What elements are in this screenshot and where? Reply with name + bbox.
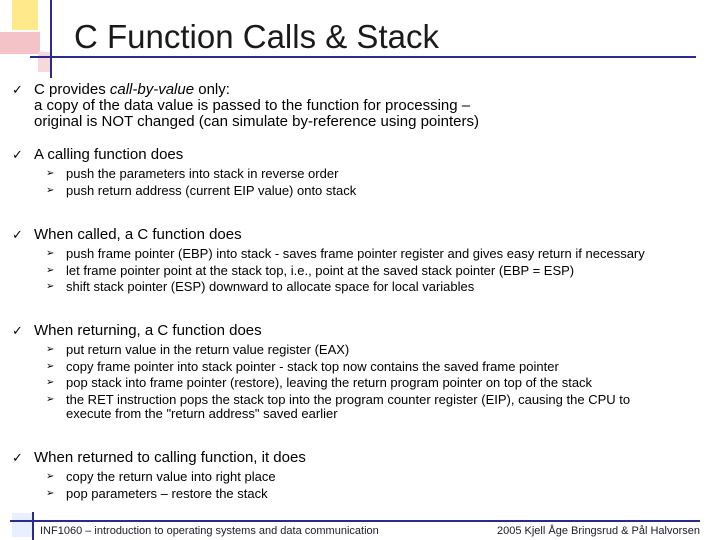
- checkmark-icon: ✓: [12, 147, 23, 162]
- sub-bullet-text: push frame pointer (EBP) into stack - sa…: [66, 246, 645, 261]
- title-vertical-rule: [50, 0, 52, 78]
- bullet-text: C provides: [34, 81, 110, 98]
- title-underline: [30, 56, 696, 58]
- checkmark-icon: ✓: [12, 227, 23, 242]
- emphasis-text: call-by-value: [109, 81, 195, 98]
- checkmark-icon: ✓: [12, 450, 23, 465]
- sub-bullet-text: pop stack into frame pointer (restore), …: [66, 375, 593, 390]
- arrow-bullet-icon: ➢: [46, 168, 55, 179]
- arrow-bullet-icon: ➢: [46, 361, 55, 372]
- sub-bullet-text: copy frame pointer into stack pointer - …: [66, 359, 559, 374]
- checkmark-icon: ✓: [12, 323, 23, 338]
- footer-authors: 2005 Kjell Åge Bringsrud & Pål Halvorsen: [497, 525, 701, 537]
- sub-bullet-text: execute from the "return address" saved …: [66, 405, 338, 421]
- sub-bullet-text: copy the return value into right place: [66, 469, 276, 484]
- sub-bullet-text: push the parameters into stack in revers…: [66, 166, 339, 181]
- footer-vertical-rule: [32, 512, 34, 540]
- sub-bullet-text: the RET instruction pops the stack top i…: [66, 392, 631, 407]
- bullet-text: When returning, a C function does: [34, 322, 262, 339]
- arrow-bullet-icon: ➢: [46, 248, 55, 259]
- footer-course-title: INF1060 – introduction to operating syst…: [40, 525, 379, 537]
- arrow-bullet-icon: ➢: [46, 344, 55, 355]
- footer-rule: [10, 520, 700, 522]
- bullet-text: a copy of the data value is passed to th…: [34, 97, 471, 114]
- arrow-bullet-icon: ➢: [46, 281, 55, 292]
- footer-decor-square: [12, 513, 34, 537]
- arrow-bullet-icon: ➢: [46, 488, 55, 499]
- sub-bullet-text: push return address (current EIP value) …: [66, 183, 357, 198]
- sub-bullet-text: put return value in the return value reg…: [66, 342, 350, 357]
- sub-bullet-text: pop parameters – restore the stack: [66, 486, 268, 501]
- bullet-text: A calling function does: [34, 146, 184, 163]
- arrow-bullet-icon: ➢: [46, 265, 55, 276]
- bullet-text: When called, a C function does: [34, 226, 242, 243]
- bullet-text: original is NOT changed (can simulate by…: [34, 113, 479, 130]
- decor-square-pink: [0, 32, 40, 54]
- checkmark-icon: ✓: [12, 82, 23, 97]
- bullet-text: When returned to calling function, it do…: [34, 449, 306, 466]
- arrow-bullet-icon: ➢: [46, 185, 55, 196]
- decor-square-yellow: [12, 0, 38, 30]
- sub-bullet-text: shift stack pointer (ESP) downward to al…: [66, 279, 475, 294]
- slide-title: C Function Calls & Stack: [74, 18, 439, 55]
- arrow-bullet-icon: ➢: [46, 394, 55, 405]
- arrow-bullet-icon: ➢: [46, 471, 55, 482]
- sub-bullet-text: let frame pointer point at the stack top…: [66, 263, 575, 278]
- arrow-bullet-icon: ➢: [46, 377, 55, 388]
- bullet-text: only:: [194, 81, 230, 98]
